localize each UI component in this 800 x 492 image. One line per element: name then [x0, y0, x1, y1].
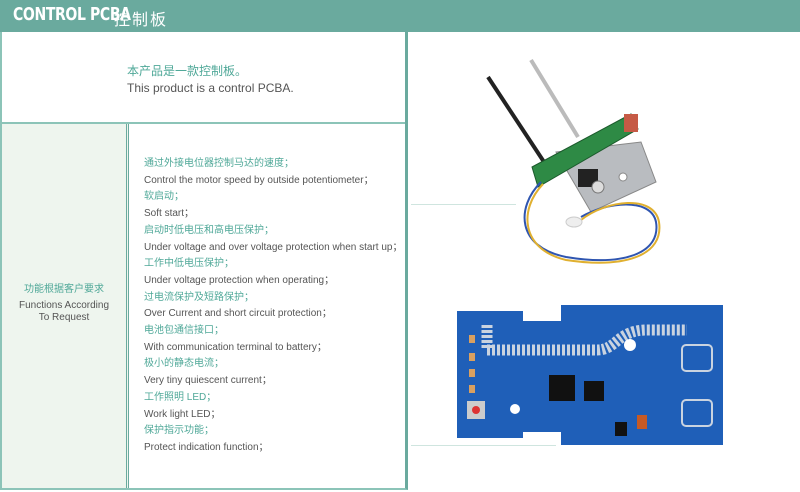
functions-label-en-1: Functions According [18, 300, 110, 311]
spec-table: 本产品是一款控制板。 This product is a control PCB… [0, 32, 408, 490]
feature-cn: 启动时低电压和高电压保护； [144, 224, 274, 236]
intro-en: This product is a control PCBA. [127, 81, 294, 95]
title-en: CONTROL PCBA [13, 4, 131, 25]
feature-cn: 电池包通信接口； [144, 325, 224, 337]
title-cn: 控制板 [114, 12, 169, 29]
feature-cn: 软启动； [144, 191, 184, 203]
feature-cn: 过电流保护及短路保护； [144, 291, 254, 303]
feature-en: Under voltage and over voltage protectio… [144, 241, 403, 253]
divider [411, 204, 516, 205]
feature-en: Control the motor speed by outside poten… [144, 174, 374, 186]
feature-cn: 极小的静态电流； [144, 358, 224, 370]
feature-cn: 保护指示功能； [144, 425, 214, 437]
product-images [411, 32, 800, 492]
feature-en: Protect indication function； [144, 441, 269, 453]
feature-en: Work light LED； [144, 408, 221, 420]
features-list: 通过外接电位器控制马达的速度； Control the motor speed b… [144, 156, 403, 457]
pcb-board-image [457, 305, 723, 445]
divider [411, 445, 556, 446]
feature-en: Very tiny quiescent current； [144, 375, 272, 387]
functions-label-cn: 功能根据客户要求 [24, 284, 104, 295]
functions-label-cell: 功能根据客户要求 Functions According To Request [2, 124, 129, 488]
feature-en: Under voltage protection when operating； [144, 274, 335, 286]
feature-en: With communication terminal to battery； [144, 341, 327, 353]
functions-label-en-2: To Request [38, 312, 90, 323]
feature-cn: 通过外接电位器控制马达的速度； [144, 158, 294, 169]
feature-cn: 工作照明 LED； [144, 391, 217, 403]
control-board-assembly-image [486, 58, 661, 264]
page-header: CONTROL PCBA 控制板 [0, 0, 800, 32]
intro-cn: 本产品是一款控制板。 [127, 64, 248, 78]
intro-row: 本产品是一款控制板。 This product is a control PCB… [2, 32, 405, 124]
feature-en: Over Current and short circuit protectio… [144, 308, 332, 320]
feature-cn: 工作中低电压保护； [144, 258, 234, 270]
intro-text: 本产品是一款控制板。 This product is a control PCB… [127, 63, 294, 97]
feature-en: Soft start； [144, 208, 195, 220]
